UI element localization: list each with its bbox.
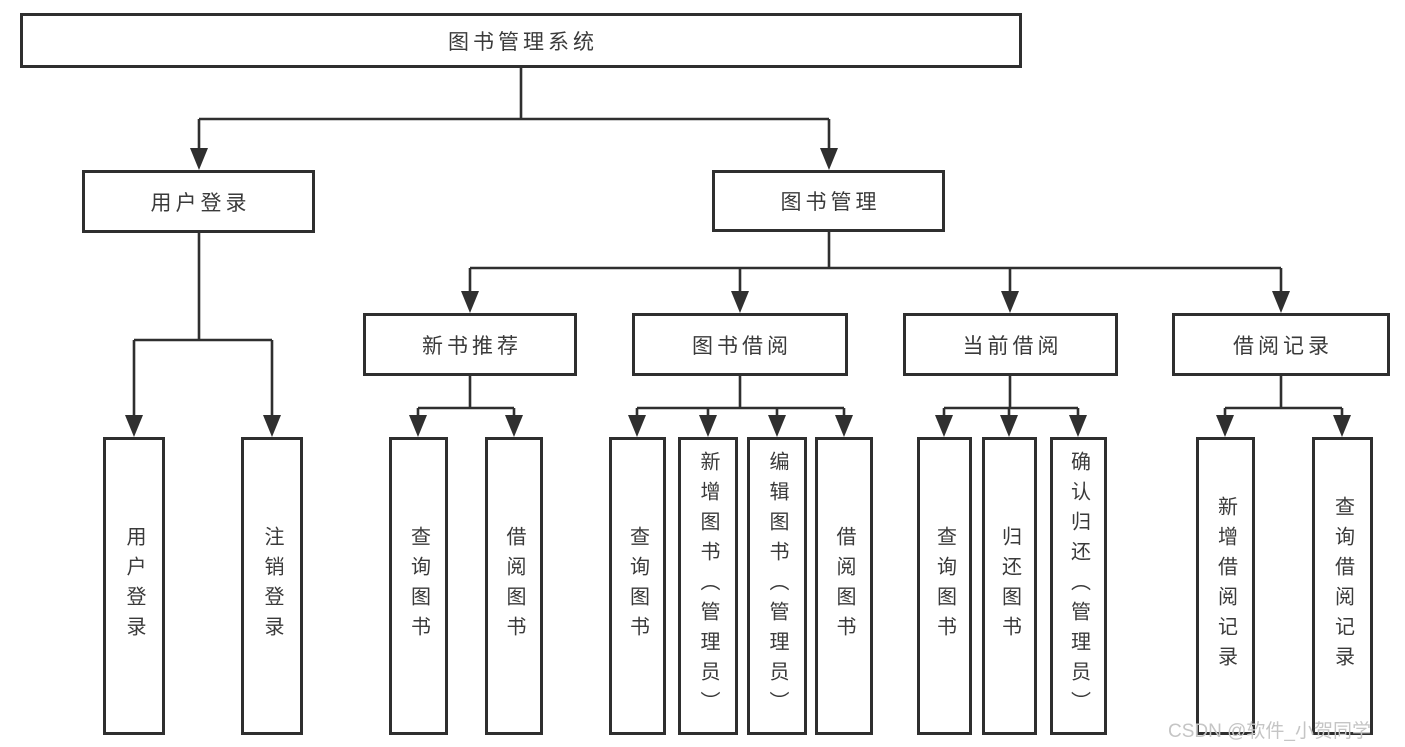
leaf-borrow-books-recommend: 借阅图书 xyxy=(485,437,543,735)
leaf-confirm-return-admin: 确认归还（管理员） xyxy=(1050,437,1107,735)
leaf-query-books-borrow: 查询图书 xyxy=(609,437,666,735)
leaf-query-books-current: 查询图书 xyxy=(917,437,972,735)
arrowhead xyxy=(935,415,953,437)
connector-user-login-children xyxy=(132,233,274,419)
arrowhead xyxy=(1272,291,1290,313)
node-label: 图书管理 xyxy=(780,191,881,214)
arrowhead xyxy=(1001,291,1019,313)
csdn-watermark: CSDN @软件_小贺同学 xyxy=(1168,721,1371,742)
arrowhead xyxy=(699,415,717,437)
arrowhead xyxy=(461,291,479,313)
connector-new-book-children xyxy=(416,376,516,419)
connector-book-management-children xyxy=(468,232,1283,295)
arrowhead xyxy=(1000,415,1018,437)
node-label: 借阅图书 xyxy=(503,526,525,646)
leaf-add-borrow-record: 新增借阅记录 xyxy=(1196,437,1255,735)
node-label: 新增图书（管理员） xyxy=(697,451,719,721)
node-book-borrowing: 图书借阅 xyxy=(632,313,848,376)
node-label: 注销登录 xyxy=(261,526,283,646)
node-label: 查询图书 xyxy=(407,526,430,646)
arrowhead xyxy=(190,148,208,170)
node-borrowing-records: 借阅记录 xyxy=(1172,313,1390,376)
arrowhead xyxy=(125,415,143,437)
node-system-root: 图书管理系统 xyxy=(20,13,1022,68)
arrowhead xyxy=(820,148,838,170)
node-label: 确认归还（管理员） xyxy=(1067,451,1090,721)
arrowhead xyxy=(768,415,786,437)
node-label: 借阅记录 xyxy=(1233,334,1333,358)
arrowhead xyxy=(1069,415,1087,437)
connector-current-borrow-children xyxy=(942,376,1080,419)
node-current-borrowing: 当前借阅 xyxy=(903,313,1118,376)
node-label: 当前借阅 xyxy=(962,334,1063,358)
connector-borrow-records-children xyxy=(1223,376,1344,419)
leaf-return-books: 归还图书 xyxy=(982,437,1037,735)
leaf-logout: 注销登录 xyxy=(241,437,303,735)
node-label: 查询图书 xyxy=(933,526,956,646)
node-user-login: 用户登录 xyxy=(82,170,315,233)
leaf-borrow-books: 借阅图书 xyxy=(815,437,873,735)
arrowhead xyxy=(1333,415,1351,437)
node-label: 新增借阅记录 xyxy=(1214,496,1237,676)
leaf-add-books-admin: 新增图书（管理员） xyxy=(678,437,738,735)
node-label: 借阅图书 xyxy=(833,526,855,646)
node-label: 图书管理系统 xyxy=(448,30,598,54)
node-label: 查询图书 xyxy=(626,526,649,646)
arrowhead xyxy=(263,415,281,437)
node-label: 查询借阅记录 xyxy=(1331,496,1354,676)
connector-root-to-level2 xyxy=(197,68,831,152)
node-label: 编辑图书（管理员） xyxy=(766,451,788,721)
connector-book-borrow-children xyxy=(635,376,846,419)
arrowhead xyxy=(409,415,427,437)
arrowhead xyxy=(628,415,646,437)
node-label: 新书推荐 xyxy=(422,334,522,358)
leaf-edit-books-admin: 编辑图书（管理员） xyxy=(747,437,807,735)
arrowhead xyxy=(835,415,853,437)
arrowhead xyxy=(505,415,523,437)
node-label: 归还图书 xyxy=(998,526,1021,646)
leaf-query-borrow-record: 查询借阅记录 xyxy=(1312,437,1373,735)
leaf-user-login: 用户登录 xyxy=(103,437,165,735)
leaf-query-books-recommend: 查询图书 xyxy=(389,437,448,735)
node-label: 图书借阅 xyxy=(692,334,792,358)
node-new-book-recommendation: 新书推荐 xyxy=(363,313,577,376)
arrowhead xyxy=(731,291,749,313)
node-book-management: 图书管理 xyxy=(712,170,945,232)
arrowhead xyxy=(1216,415,1234,437)
node-label: 用户登录 xyxy=(150,191,251,215)
node-label: 用户登录 xyxy=(123,526,145,646)
